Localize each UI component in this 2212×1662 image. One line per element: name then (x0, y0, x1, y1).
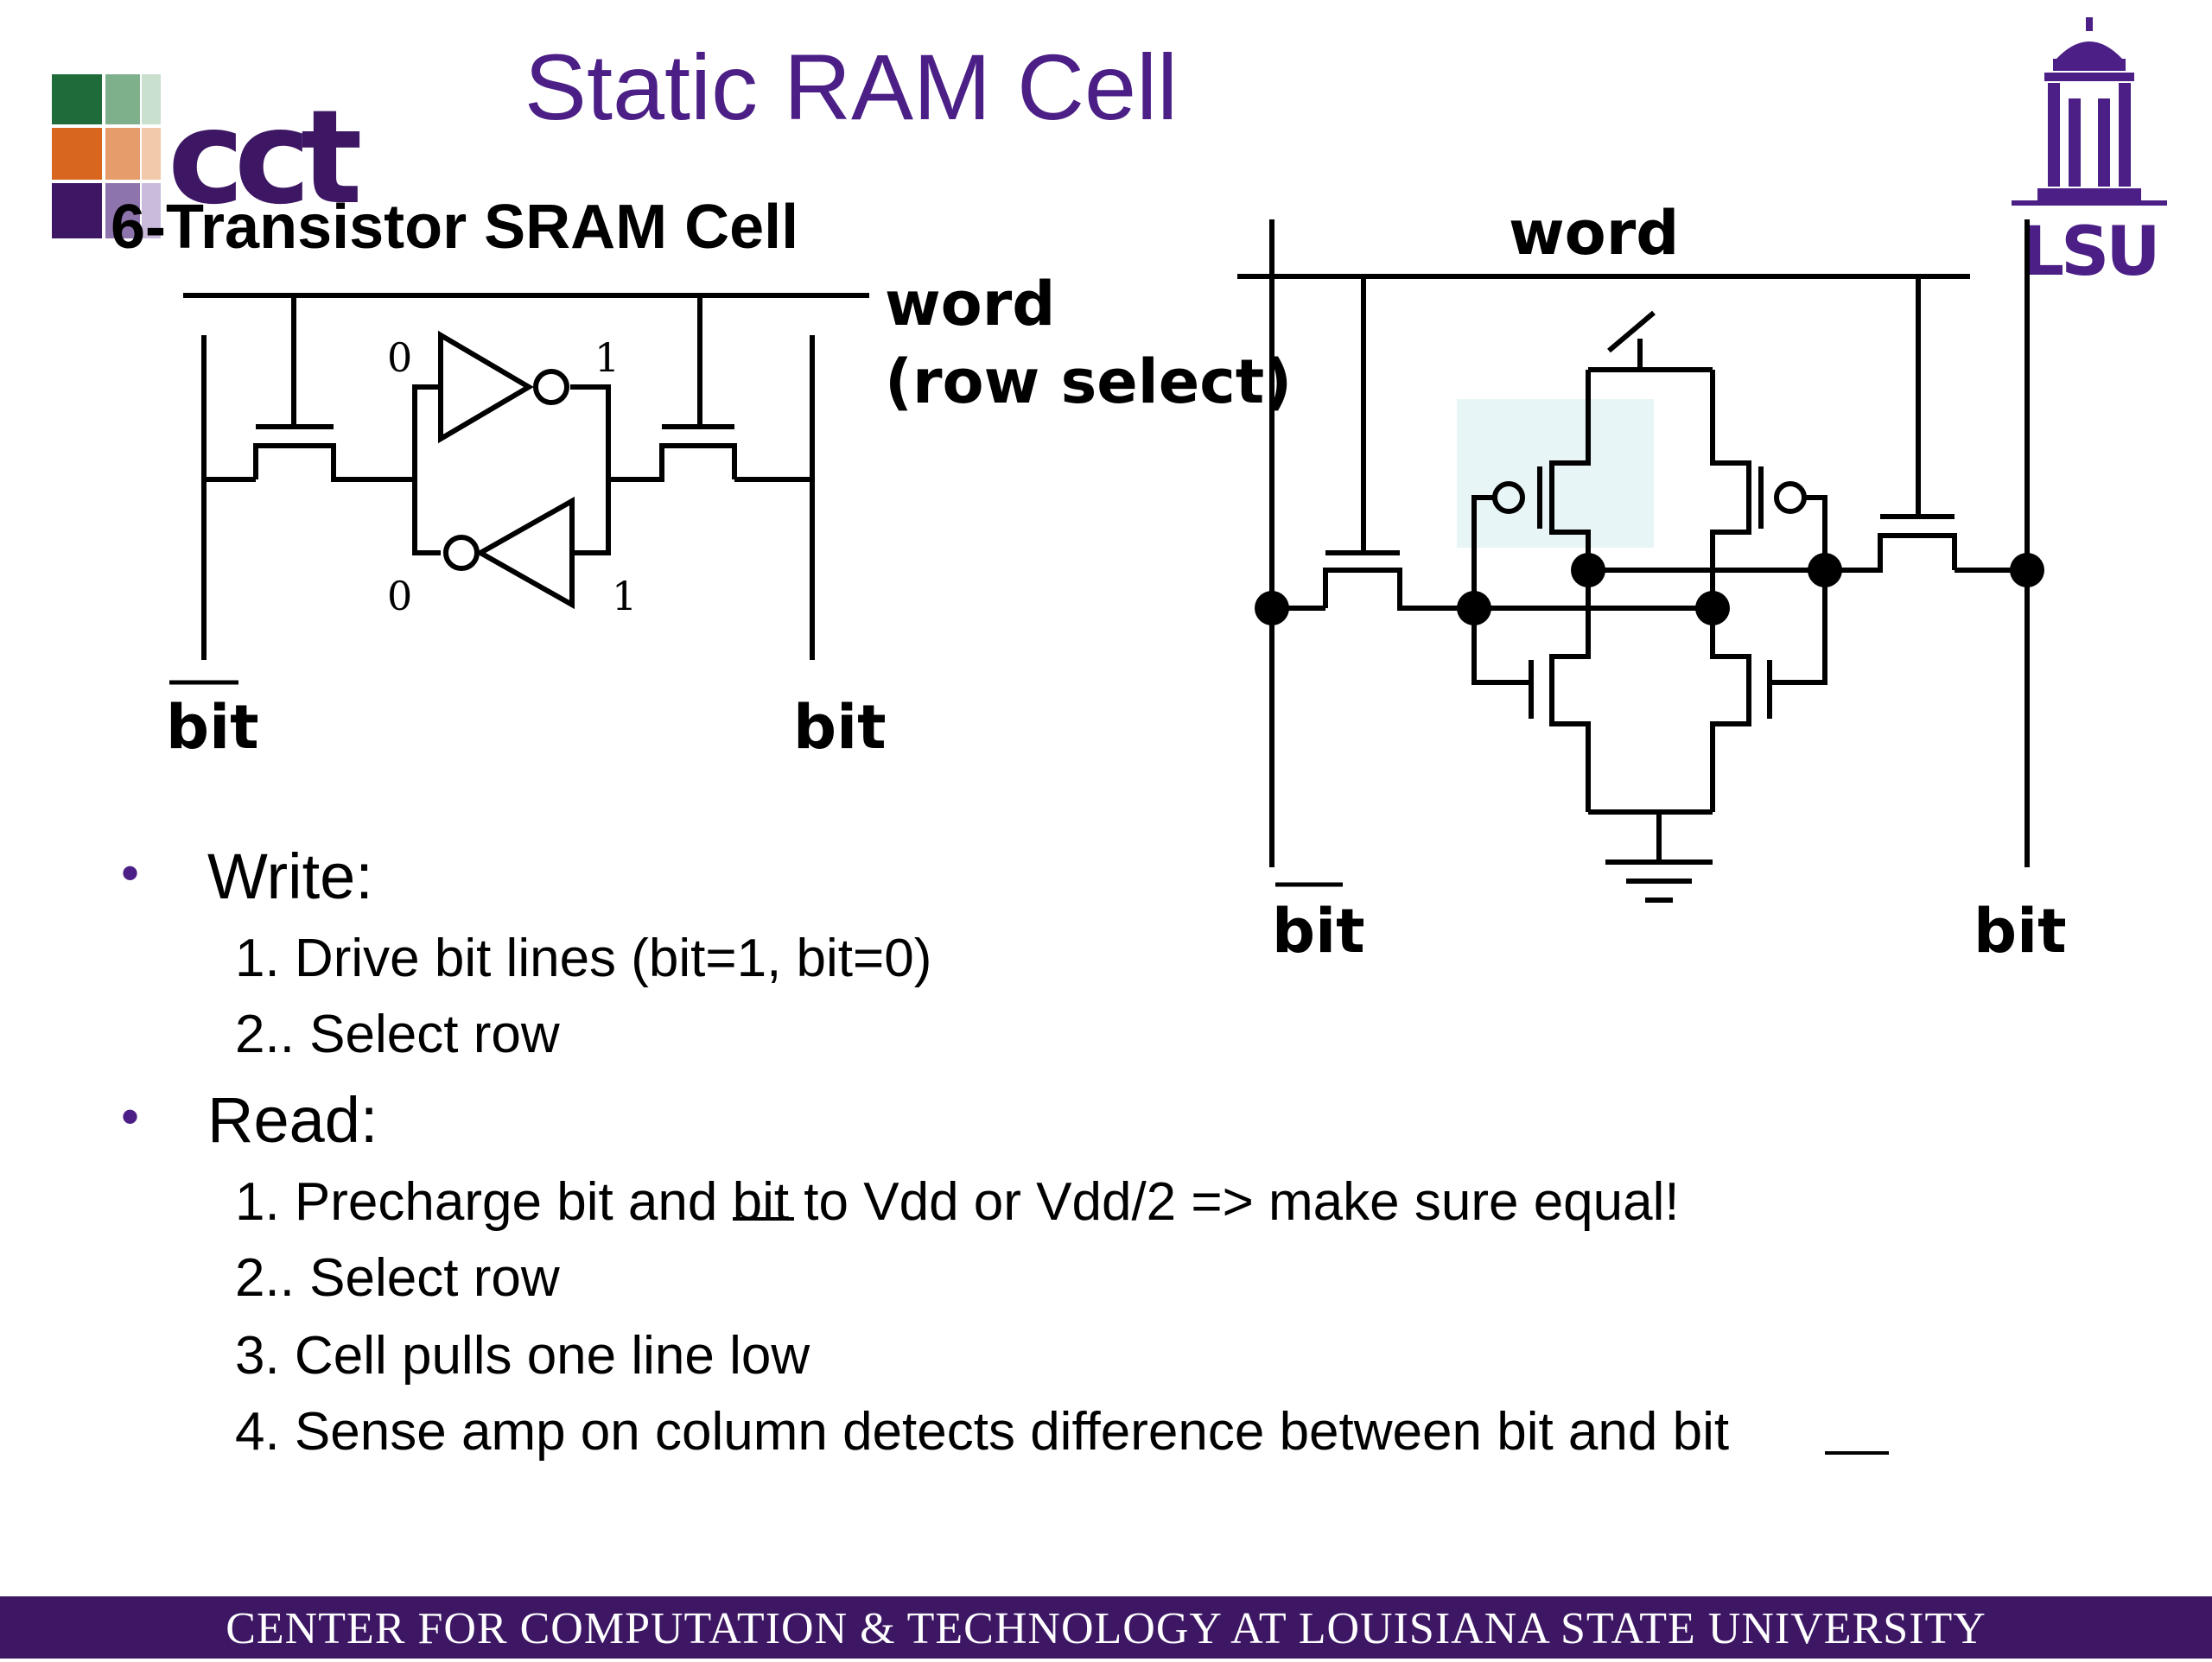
lsu-logo-text: LSU (2021, 213, 2157, 283)
inverter-bottom (474, 496, 575, 610)
inverter-bottom-bubble (443, 535, 480, 571)
read-step-4-text: 4. Sense amp on column detects differenc… (235, 1402, 1730, 1462)
bit-label-right: bit (1974, 896, 2067, 967)
node-label-bottom-left: 0 (387, 573, 412, 619)
footer-banner: CENTER FOR COMPUTATION & TECHNOLOGY AT L… (0, 1596, 2212, 1659)
read-step-1-bitbar: bit (732, 1172, 795, 1232)
bit-label: bit (793, 692, 887, 763)
cct-logo-text: cct (168, 83, 360, 233)
highlight-box (1457, 399, 1654, 548)
bitbar-underline-2 (1825, 1451, 1889, 1455)
read-step-1-a: 1. Precharge bit and (235, 1172, 733, 1232)
inverter-top (438, 330, 534, 444)
inverter-top-bubble (533, 369, 569, 405)
read-step-1-c: to Vdd or Vdd/2 => make sure equal! (789, 1172, 1680, 1232)
cct-logo: cct (52, 74, 371, 238)
read-heading: Read: (207, 1084, 378, 1156)
word-label-right: word (1509, 198, 1679, 269)
bullet-dot: • (121, 1088, 140, 1145)
write-step-2: 2.. Select row (235, 1005, 560, 1064)
bitbar-text: bit (732, 1172, 790, 1232)
slide-title: Static RAM Cell (524, 35, 1179, 139)
read-step-1: 1. Precharge bit and bit to Vdd or Vdd/2… (235, 1171, 1680, 1233)
lsu-logo: LSU (2012, 17, 2167, 283)
write-heading: Write: (207, 841, 373, 912)
bitbar-underline (732, 1217, 795, 1221)
read-step-3: 3. Cell pulls one line low (235, 1326, 810, 1386)
sram-transistor-diagram: word bit bit (1237, 198, 2067, 967)
section-subtitle: 6-Transistor SRAM Cell (111, 193, 799, 262)
read-step-4: 4. Sense amp on column detects differenc… (235, 1401, 1889, 1462)
node-label-top-right: 1 (594, 334, 620, 381)
write-step-1: 1. Drive bit lines (bit=1, bit=0) (235, 929, 932, 988)
bit-bar-label: bit (166, 692, 259, 763)
node-label-top-left: 0 (387, 334, 412, 381)
read-step-2: 2.. Select row (235, 1248, 560, 1308)
node-label-bottom-right: 1 (612, 573, 637, 619)
sram-logic-diagram: 0 1 0 1 word (row select) bit bit (166, 269, 1292, 763)
bullet-dot: • (121, 844, 140, 902)
row-select-label: (row select) (885, 346, 1292, 417)
bit-bar-label-right: bit (1272, 896, 1365, 967)
word-label: word (885, 269, 1055, 339)
